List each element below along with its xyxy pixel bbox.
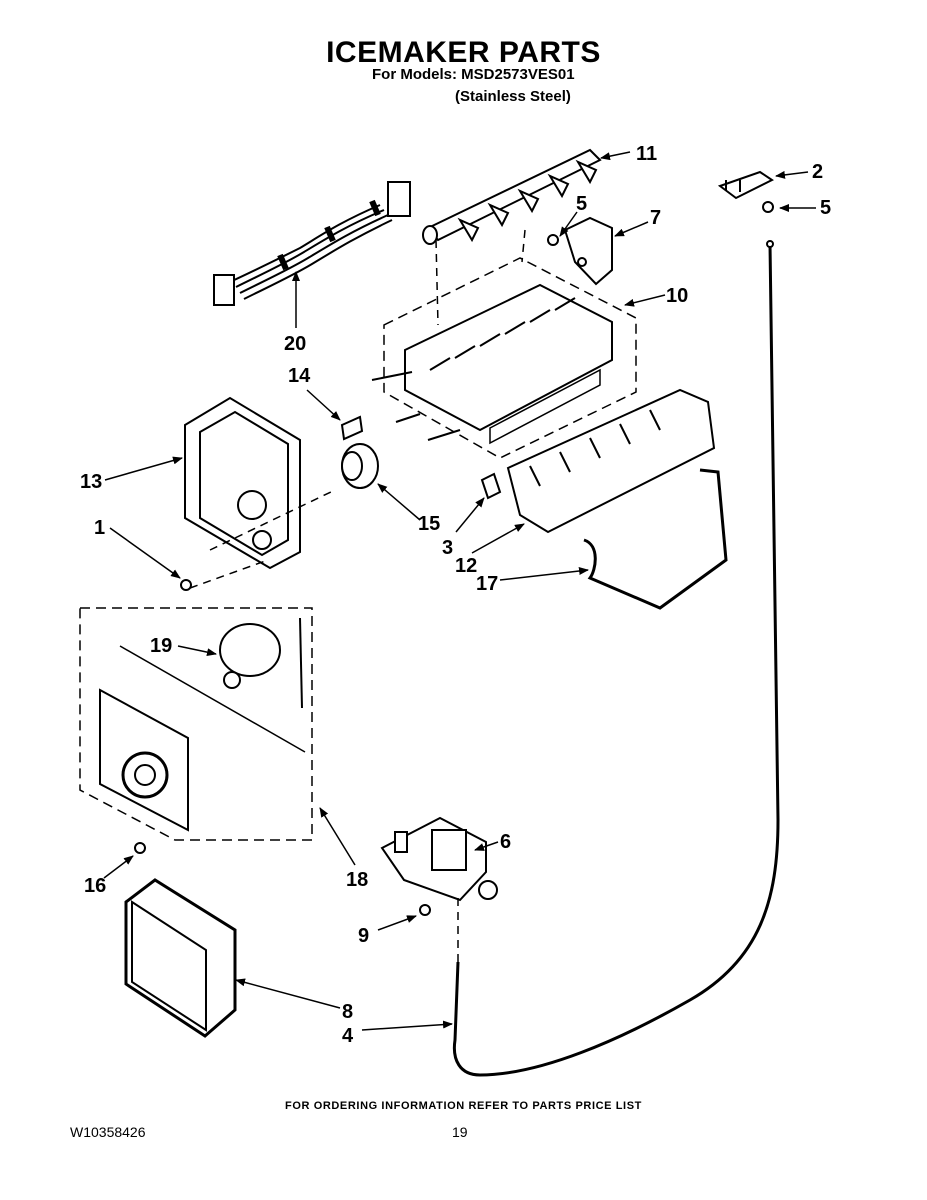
ejector-part — [422, 148, 602, 245]
callout-5-right: 5 — [820, 197, 831, 219]
bracket-part — [717, 170, 774, 200]
callout-6: 6 — [500, 831, 511, 853]
icemaker-housing-part — [184, 396, 301, 570]
alignment-lines — [189, 229, 526, 962]
water-tube-part — [452, 243, 780, 1077]
models-line: For Models: MSD2573VES01 — [372, 66, 575, 83]
wire-harness-part — [213, 181, 411, 306]
callout-18: 18 — [346, 869, 368, 891]
water-valve-part — [380, 816, 498, 902]
callout-14: 14 — [288, 365, 311, 387]
callout-2: 2 — [812, 161, 823, 183]
page-number: 19 — [452, 1124, 468, 1140]
callout-4: 4 — [342, 1025, 354, 1047]
callout-12: 12 — [455, 555, 477, 577]
callout-1: 1 — [94, 517, 105, 539]
callout-19: 19 — [150, 635, 172, 657]
callout-16: 16 — [84, 875, 106, 897]
callout-10: 10 — [666, 285, 688, 307]
callout-arrows — [103, 151, 816, 1031]
document-number: W10358426 — [70, 1124, 146, 1140]
control-module-part — [79, 607, 313, 841]
callout-3: 3 — [442, 537, 453, 559]
callout-15: 15 — [418, 513, 440, 535]
icemaker-mold-part — [371, 257, 637, 459]
shutoff-arm-part — [583, 468, 728, 610]
ice-stripper-part — [506, 388, 716, 534]
screw-part — [134, 201, 774, 916]
callout-8: 8 — [342, 1001, 353, 1023]
thermostat-part — [341, 443, 379, 489]
callout-20: 20 — [284, 333, 306, 355]
callout-11: 11 — [636, 143, 657, 165]
mold-cover-part — [563, 216, 613, 286]
callout-9: 9 — [358, 925, 369, 947]
callout-7: 7 — [650, 207, 661, 229]
page-title: ICEMAKER PARTS — [326, 36, 601, 69]
thermostat-clip-part — [340, 415, 502, 500]
callout-17: 17 — [476, 573, 498, 595]
callout-5-top: 5 — [576, 193, 587, 215]
motor-part — [219, 617, 303, 709]
ordering-note: FOR ORDERING INFORMATION REFER TO PARTS … — [285, 1100, 642, 1112]
callout-13: 13 — [80, 471, 102, 493]
tube-end-marker — [766, 240, 774, 248]
finish-line: (Stainless Steel) — [455, 88, 571, 105]
valve-cover-part — [124, 878, 237, 1038]
